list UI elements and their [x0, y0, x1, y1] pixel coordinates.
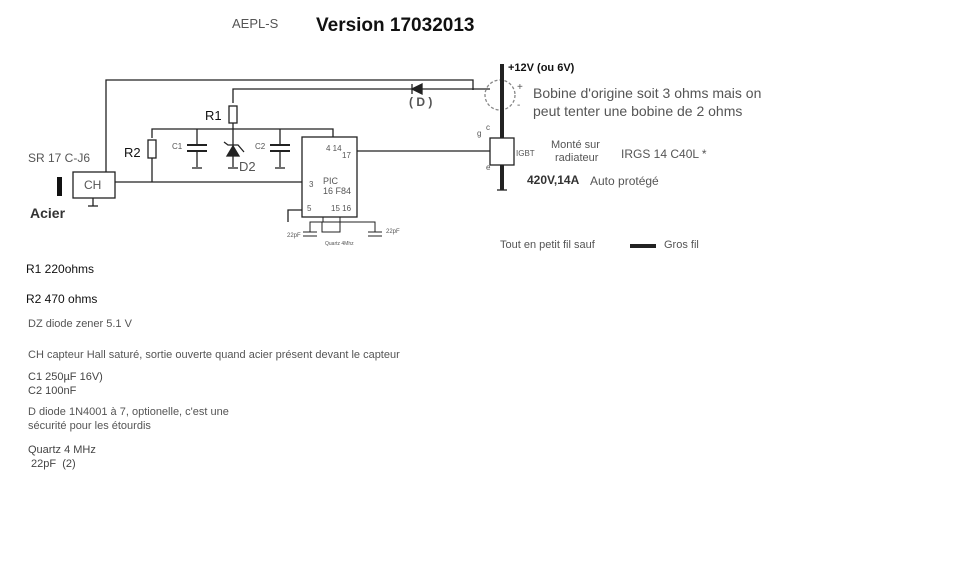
version-title: Version 17032013	[316, 15, 475, 36]
capacitor-c1	[187, 129, 207, 169]
cap-22pf-right: 22pF	[386, 229, 400, 235]
mount-note-1: Monté sur	[551, 139, 600, 151]
coil-minus: -	[517, 100, 521, 111]
hall-sensor-box	[72, 171, 116, 199]
diode-d-label: ( D )	[409, 95, 433, 109]
mount-note-2: radiateur	[555, 152, 599, 164]
project-name: AEPL-S	[232, 16, 279, 31]
parts-c1: C1 250µF 16V)	[28, 371, 103, 383]
r1-label: R1	[205, 108, 222, 123]
quartz-label: Quartz 4Mhz	[325, 241, 354, 247]
parts-r2: R2 470 ohms	[26, 292, 98, 306]
parts-d-line1: D diode 1N4001 à 7, optionelle, c'est un…	[28, 406, 229, 418]
pic-label-2: 16 F84	[323, 186, 352, 196]
legend-thin-wire: Tout en petit fil sauf	[500, 239, 595, 251]
coil-plus: +	[517, 82, 523, 93]
parts-c2: C2 100nF	[28, 385, 77, 397]
pic-pin-5: 5	[307, 204, 312, 213]
sensor-box-label: CH	[84, 178, 102, 192]
parts-r1: R1 220ohms	[26, 262, 95, 276]
r2-label: R2	[124, 145, 141, 160]
parts-d-line2: sécurité pour les étourdis	[28, 420, 151, 432]
pic-pin-17: 17	[342, 151, 351, 160]
parts-22pf: 22pF (2)	[28, 458, 76, 470]
igbt-box	[489, 137, 515, 166]
pic-pin-3: 3	[309, 180, 314, 189]
legend-thick-wire: Gros fil	[664, 239, 699, 251]
coil-note-1: Bobine d'origine soit 3 ohms mais on	[533, 85, 762, 101]
diode-d	[410, 82, 423, 96]
capacitor-c2	[270, 129, 290, 169]
steel-label: Acier	[30, 205, 66, 221]
igbt-reference: IRGS 14 C40L *	[621, 147, 707, 161]
steel-target	[57, 177, 62, 196]
igbt-g-label: g	[477, 129, 482, 138]
igbt-label: IGBT	[516, 149, 535, 158]
thin-wires	[92, 79, 490, 222]
parts-dz: DZ diode zener 5.1 V	[28, 318, 132, 330]
resistor-r1	[228, 105, 238, 124]
igbt-note: Auto protégé	[590, 174, 659, 188]
parts-ch: CH capteur Hall saturé, sortie ouverte q…	[28, 349, 400, 361]
pic-label-1: PIC	[323, 176, 339, 186]
resistor-r2	[147, 139, 157, 159]
igbt-rating: 420V,14A	[527, 173, 580, 187]
igbt-c-label: c	[486, 123, 490, 132]
supply-label: +12V (ou 6V)	[508, 62, 575, 74]
zener-d2	[223, 129, 245, 169]
c2-label: C2	[255, 142, 266, 151]
sensor-ref: SR 17 C-J6	[28, 151, 91, 165]
pic-pin-4-14: 4 14	[326, 144, 342, 153]
quartz-circuit	[303, 217, 382, 237]
igbt-e-label: e	[486, 163, 491, 172]
c1-label: C1	[172, 142, 183, 151]
cap-22pf-left: 22pF	[287, 233, 301, 239]
pic-16f84-chip	[301, 136, 358, 218]
pic-pin-15-16: 15 16	[331, 204, 352, 213]
parts-quartz: Quartz 4 MHz	[28, 444, 96, 456]
d2-label: D2	[239, 159, 256, 174]
coil-note-2: peut tenter une bobine de 2 ohms	[533, 103, 743, 119]
